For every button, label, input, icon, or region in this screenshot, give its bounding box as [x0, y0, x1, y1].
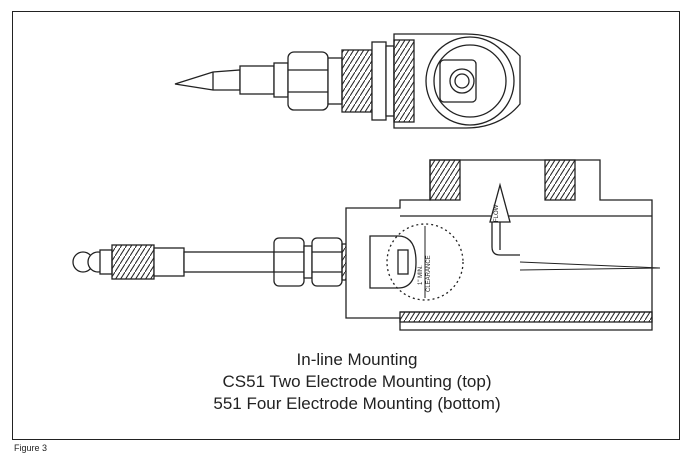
cable-strain-relief [111, 244, 155, 280]
bottom-compression-nut [273, 237, 305, 287]
top-electrode-sleeve [239, 65, 275, 95]
top-threaded-body [341, 49, 373, 113]
bottom-sensor-assembly [72, 159, 661, 331]
caption-line-2: CS51 Two Electrode Mounting (top) [222, 372, 492, 391]
flow-label: FLOW [494, 204, 500, 222]
top-compression-nut [287, 51, 329, 111]
caption-line-1: In-line Mounting [296, 350, 418, 369]
clearance-circle [386, 223, 464, 301]
electrode-head [369, 235, 417, 289]
figure-label: Figure 3 [14, 443, 48, 453]
flow-arrow [491, 218, 520, 256]
top-electrode-tip [174, 69, 241, 91]
top-sensor-assembly [174, 33, 521, 129]
clearance-label-line1: 1" MIN. [418, 265, 424, 285]
electrode-shaft [183, 251, 275, 273]
caption-line-3: 551 Four Electrode Mounting (bottom) [213, 394, 501, 413]
clearance-label-line2: CLEARANCE [426, 255, 432, 292]
